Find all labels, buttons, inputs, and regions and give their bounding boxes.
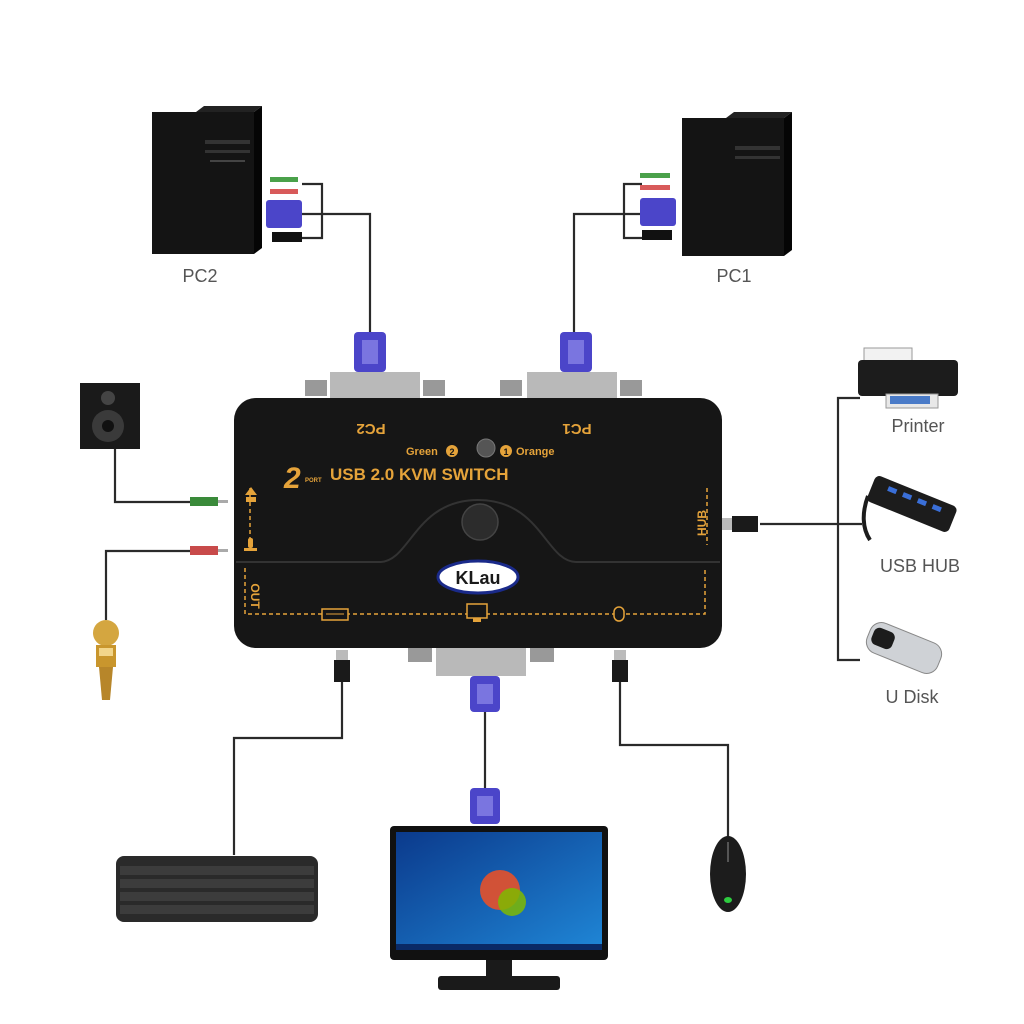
printer-label: Printer [891, 416, 945, 436]
pc2-tower [152, 106, 262, 254]
monitor-port-icon [466, 603, 488, 622]
pc2-connectors [266, 177, 302, 242]
vga-plug-pc1 [560, 332, 592, 372]
usb-plug-mouse [612, 650, 628, 682]
mic-jack [190, 546, 228, 555]
logo-port-count: 2 [283, 462, 301, 495]
logo-port-caption: PORT [305, 478, 322, 484]
keyboard-port-icon [321, 608, 349, 621]
pc1-label: PC1 [716, 266, 752, 286]
vga-plug-monitor-switch [470, 676, 500, 712]
speaker-jack [190, 497, 228, 506]
cables [104, 182, 862, 855]
mouse-port-icon [613, 606, 625, 622]
port-label-pc1: PC1 [562, 420, 591, 437]
switch-title: USB 2.0 KVM SWITCH [330, 465, 509, 484]
usb-hub [861, 476, 957, 542]
vga-port-monitor [408, 648, 554, 676]
led-green-label: Green [406, 446, 438, 458]
pc1-connectors [640, 173, 676, 240]
u-disk-label: U Disk [885, 687, 939, 707]
status-led [476, 438, 496, 458]
microphone [93, 620, 119, 700]
led-orange-number: 1 [503, 447, 508, 457]
led-orange-label: Orange [516, 446, 555, 458]
brand-logo-text: KLau [456, 568, 501, 588]
pc2-label: PC2 [182, 266, 218, 286]
speaker-port-icon [245, 487, 257, 502]
speaker [80, 383, 140, 449]
printer [858, 347, 958, 409]
out-label: OUT [248, 583, 262, 609]
usb-plug-keyboard [334, 650, 350, 682]
monitor [390, 826, 608, 990]
vga-plug-monitor [470, 788, 500, 824]
mic-port-icon [244, 538, 257, 551]
hub-label: HUB [695, 510, 709, 536]
led-green-number: 2 [449, 447, 454, 457]
pc1-tower [682, 112, 792, 256]
usb-plug-hub [722, 516, 758, 532]
vga-port-pc2 [305, 372, 445, 400]
switch-button[interactable] [461, 503, 499, 541]
port-label-pc2: PC2 [356, 420, 385, 437]
usb-hub-label: USB HUB [879, 556, 960, 576]
mouse [710, 836, 746, 912]
keyboard [116, 856, 318, 922]
vga-plug-pc2 [354, 332, 386, 372]
led-green-badge [446, 445, 458, 457]
u-disk [865, 622, 943, 674]
brand-logo-badge [436, 559, 520, 595]
vga-port-pc1 [500, 372, 642, 400]
led-orange-badge [500, 445, 512, 457]
